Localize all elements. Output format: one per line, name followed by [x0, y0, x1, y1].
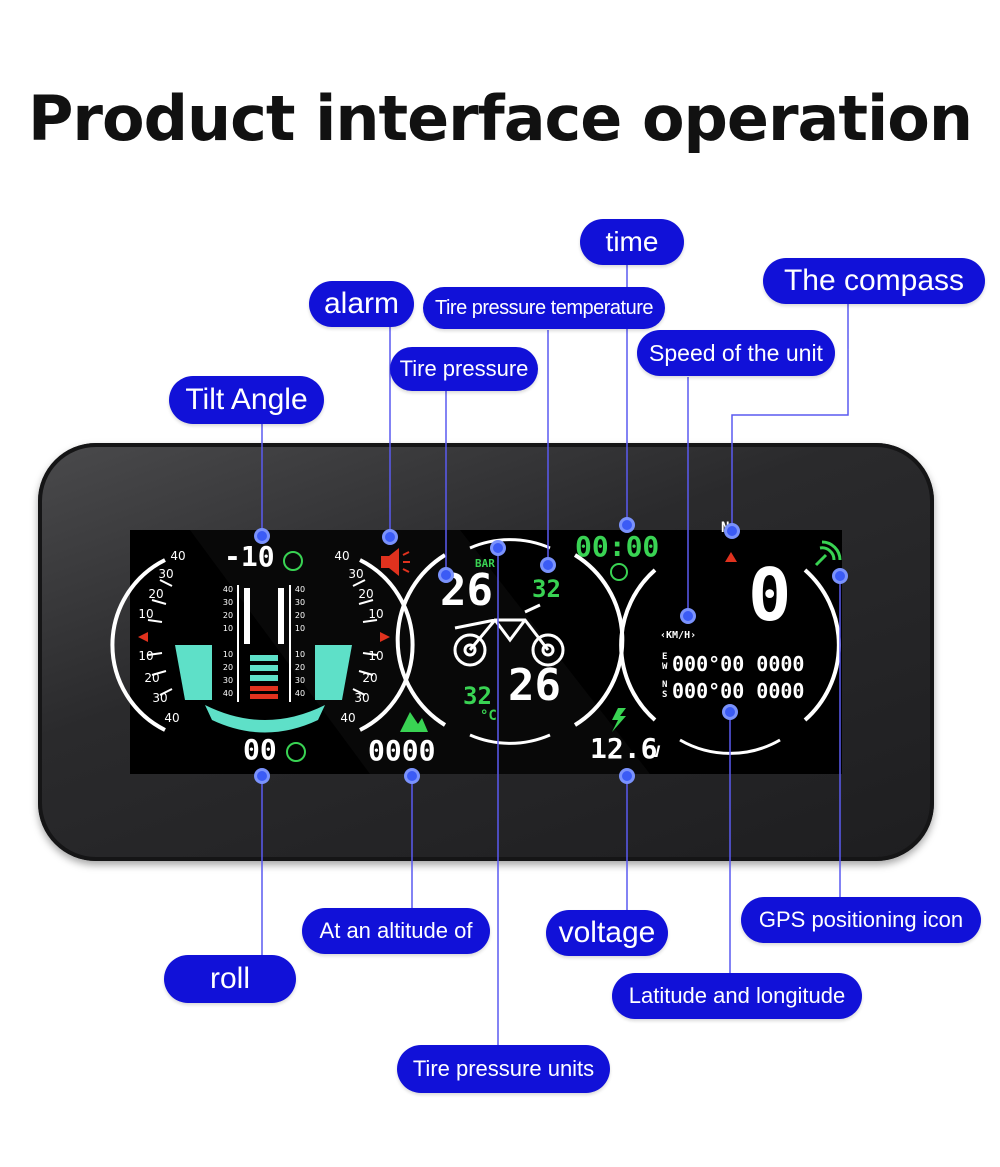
label-tire-temperature: Tire pressure temperature: [423, 287, 665, 329]
page-title: Product interface operation: [27, 82, 973, 155]
ladder-label-right: 40: [295, 585, 305, 594]
tire-units-dot: [490, 540, 506, 556]
ladder-label-right: 20: [295, 611, 305, 620]
gps-satellite-icon: [814, 540, 842, 567]
label-tire-pressure: Tire pressure: [390, 347, 538, 391]
ladder-label-left: 40: [223, 585, 233, 594]
roll-value: 00: [243, 733, 277, 766]
left-scale-label: 30: [158, 567, 173, 581]
latitude-row: 000°00 0000: [672, 652, 805, 676]
bolt-icon: [612, 708, 626, 732]
ladder-label-right: 10: [295, 624, 305, 633]
temp-top: 32: [532, 575, 561, 603]
left-scale-label: 40: [164, 711, 179, 725]
left-scale-label: 10: [138, 649, 153, 663]
tire-gauge: [395, 538, 625, 745]
left-scale-label: 10: [138, 607, 153, 621]
longitude-row: 000°00 0000: [672, 679, 805, 703]
label-altitude: At an altitude of: [302, 908, 490, 954]
label-tilt-angle: Tilt Angle: [169, 376, 324, 424]
voltage-display: 12.6: [590, 732, 658, 765]
compass-gauge: [619, 552, 841, 755]
voltage-unit: V: [651, 742, 661, 761]
label-alarm: alarm: [309, 281, 414, 327]
clock-icon: [610, 563, 628, 581]
label-tire-units: Tire pressure units: [397, 1045, 610, 1093]
right-scale-label: 30: [348, 567, 363, 581]
motorcycle-icon: [453, 603, 565, 667]
ladder-label-right: 40: [295, 689, 305, 698]
left-scale-label: 20: [148, 587, 163, 601]
label-gps: GPS positioning icon: [741, 897, 981, 943]
right-scale-label: 40: [334, 549, 349, 563]
ladder-label-left: 30: [223, 676, 233, 685]
bar-unit: BAR: [475, 557, 495, 570]
right-scale-label: 40: [340, 711, 355, 725]
ladder-label-left: 10: [223, 650, 233, 659]
speed-display: 0: [748, 553, 792, 637]
altitude-display: 0000: [368, 734, 436, 767]
right-scale-label: 30: [354, 691, 369, 705]
tire-temp-dot: [540, 557, 556, 573]
voltage-dot: [619, 768, 635, 784]
left-scale-label: 30: [152, 691, 167, 705]
label-compass: The compass: [763, 258, 985, 304]
tire-pressure-dot: [438, 567, 454, 583]
temp-unit: °C: [480, 708, 497, 724]
tilt-dot: [254, 528, 270, 544]
right-scale-label: 20: [358, 587, 373, 601]
connector-lines: [261, 262, 849, 1047]
speed-unit: ‹KM/H›: [660, 630, 697, 641]
temp-bottom: 32: [463, 682, 492, 710]
tilt-indicator-icon: [283, 551, 303, 571]
ladder-label-right: 10: [295, 650, 305, 659]
right-scale-label: 10: [368, 649, 383, 663]
alarm-dot: [382, 529, 398, 545]
compass-dot: [724, 523, 740, 539]
ladder-label-right: 30: [295, 598, 305, 607]
roll-dot: [254, 768, 270, 784]
ladder-label-right: 30: [295, 676, 305, 685]
ladder-label-left: 20: [223, 663, 233, 672]
speed-dot: [680, 608, 696, 624]
ladder-label-left: 30: [223, 598, 233, 607]
right-scale-label: 20: [362, 671, 377, 685]
pressure-bottom: 26: [508, 660, 561, 711]
right-scale-label: 10: [368, 607, 383, 621]
label-speed: Speed of the unit: [637, 330, 835, 376]
altitude-dot: [404, 768, 420, 784]
label-voltage: voltage: [546, 910, 668, 956]
ladder-label-left: 20: [223, 611, 233, 620]
ladder-label-right: 20: [295, 663, 305, 672]
tilt-value: -10: [224, 540, 275, 573]
time-dot: [619, 517, 635, 533]
label-time: time: [580, 219, 684, 265]
mountain-icon: [400, 712, 428, 732]
left-scale-label: 40: [170, 549, 185, 563]
roll-indicator-icon: [286, 742, 306, 762]
inclinometer-gauge: 40 30 20 10 10 20 30 40 40 30 20 10 10 20 30 40 40 40 30 30…: [110, 549, 415, 733]
ladder-label-left: 10: [223, 624, 233, 633]
ladder-label-left: 40: [223, 689, 233, 698]
label-roll: roll: [164, 955, 296, 1003]
gps-dot: [832, 568, 848, 584]
speaker-icon: [381, 548, 410, 576]
time-display: 00:00: [575, 530, 660, 563]
latlon-dot: [722, 704, 738, 720]
left-scale-label: 20: [144, 671, 159, 685]
label-lat-lon: Latitude and longitude: [612, 973, 862, 1019]
